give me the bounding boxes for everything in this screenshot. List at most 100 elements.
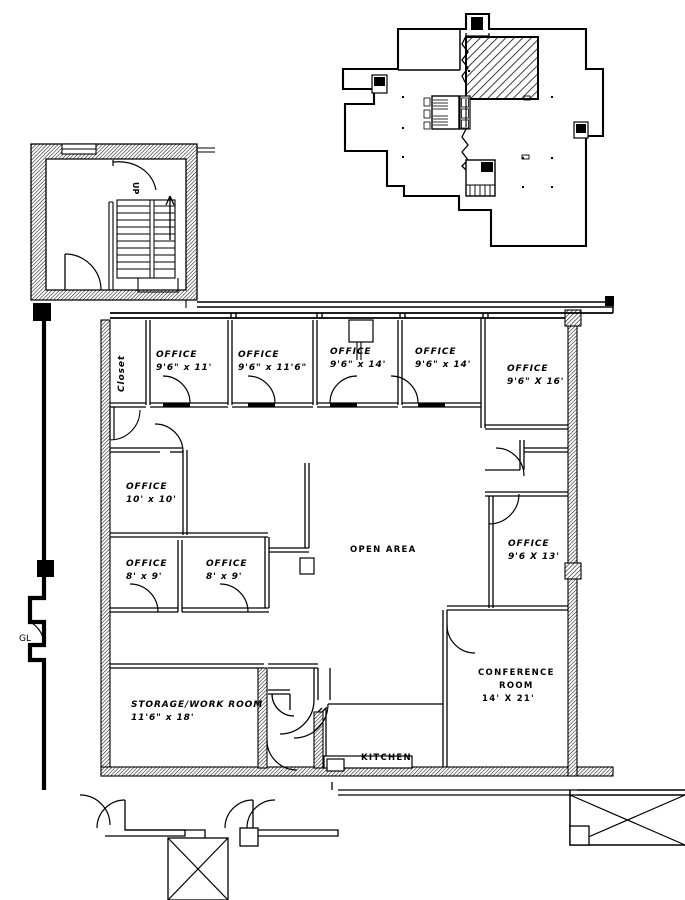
north-room-labels: OFFICE 9'6" x 11' OFFICE 9'6" x 11'6" OF… bbox=[156, 347, 564, 387]
room-dim-office9: 9'6 X 13' bbox=[508, 552, 560, 562]
room-dim-office4: 9'6" x 14' bbox=[415, 360, 471, 370]
stairwell-walls bbox=[30, 143, 198, 301]
east-rooms: OFFICE 9'6 X 13' bbox=[447, 440, 568, 611]
room-dim-office8: 8' x 9' bbox=[206, 572, 242, 582]
room-label-office2: OFFICE bbox=[238, 350, 279, 360]
se-column bbox=[569, 825, 590, 846]
door-office2 bbox=[247, 375, 276, 404]
key-plan-partition-top bbox=[397, 29, 461, 71]
key-plan-south-stair-treads bbox=[466, 184, 495, 196]
key-plan-column-grid bbox=[402, 70, 553, 188]
center-vestibule bbox=[268, 663, 331, 735]
room-label-kitchen: KITCHEN bbox=[361, 753, 412, 763]
room-label-office7: OFFICE bbox=[126, 559, 167, 569]
door-office8 bbox=[219, 583, 249, 613]
wall-storage-north bbox=[110, 663, 264, 669]
corridor-door-d bbox=[246, 799, 276, 829]
room-label-office5: OFFICE bbox=[507, 364, 548, 374]
partition-office7-east bbox=[177, 540, 183, 612]
south-east-shaft bbox=[569, 789, 685, 846]
corridor-wall-right bbox=[252, 800, 339, 837]
key-plan-west-core bbox=[374, 77, 385, 86]
room-dim-office1: 9'6" x 11' bbox=[156, 363, 212, 373]
room-label-office6: OFFICE bbox=[126, 482, 167, 492]
kitchen-sink-icon bbox=[326, 758, 345, 772]
room-label-office3: OFFICE bbox=[330, 347, 371, 357]
room-dim-office3: 9'6" x 14' bbox=[330, 360, 386, 370]
room-label-office1: OFFICE bbox=[156, 350, 197, 360]
wall-office9-south-b bbox=[493, 605, 568, 611]
wall-storage-east bbox=[257, 667, 268, 769]
door-storage bbox=[266, 739, 298, 771]
partition-office3-east bbox=[397, 320, 403, 405]
wall-kitchen-west-hatched bbox=[313, 711, 324, 769]
corridor-column-south bbox=[239, 827, 259, 847]
partition-office2-east bbox=[312, 320, 318, 405]
key-plan-break-line-upper bbox=[461, 35, 469, 96]
room-dim-office6: 10' x 10' bbox=[126, 495, 177, 505]
key-plan-stair-treads bbox=[433, 99, 448, 126]
wall-closet-south bbox=[110, 402, 146, 408]
room-label-open-area: OPEN AREA bbox=[350, 545, 417, 555]
key-plan-east-core bbox=[576, 124, 586, 133]
door-office6 bbox=[154, 423, 184, 453]
stair-handrail-wall bbox=[108, 201, 114, 290]
elevator-shaft-south bbox=[167, 837, 229, 900]
corridor-door-c bbox=[224, 799, 254, 829]
stair-flights bbox=[116, 199, 179, 293]
key-plan-shaft-c bbox=[423, 121, 431, 130]
wall-office8-south bbox=[182, 607, 269, 613]
west-offices: OFFICE 10' x 10' OFFICE 8' x 9' OFFICE 8… bbox=[110, 423, 270, 613]
room-label-closet: Closet bbox=[117, 355, 127, 392]
wall-east-upper-horiz bbox=[524, 447, 568, 453]
partition-office8-east bbox=[264, 537, 270, 608]
room-label-conference-line2: ROOM bbox=[499, 681, 534, 691]
stairwell-exit-door bbox=[64, 253, 102, 291]
room-label-storage: STORAGE/WORK ROOM bbox=[131, 700, 263, 710]
stair-up-label: UP bbox=[131, 182, 140, 194]
exterior-building-edge: GL bbox=[19, 312, 54, 790]
room-dim-office7: 8' x 9' bbox=[126, 572, 162, 582]
wall-vestibule-east bbox=[313, 668, 319, 700]
suite-window-wall-north bbox=[110, 296, 614, 319]
key-plan-corridor-marks bbox=[465, 98, 476, 127]
wall-office6-north bbox=[110, 447, 183, 453]
partition-office1-east bbox=[227, 320, 233, 405]
wall-kitchen-west bbox=[317, 706, 327, 768]
door-vestibule-a bbox=[271, 693, 295, 717]
room-dim-office2: 9'6" x 11'6" bbox=[238, 363, 307, 373]
partition-conference-west bbox=[442, 610, 448, 767]
key-plan-shaft-b bbox=[423, 109, 431, 119]
room-label-office8: OFFICE bbox=[206, 559, 247, 569]
door-kitchen bbox=[293, 703, 329, 739]
corridor-door-a bbox=[79, 794, 111, 826]
door-office3 bbox=[329, 375, 358, 404]
gl-label: GL bbox=[19, 634, 31, 644]
key-plan-symbols bbox=[521, 95, 531, 160]
south-corridor bbox=[79, 794, 339, 900]
wall-office5-south bbox=[485, 424, 568, 430]
conference-room: CONFERENCE ROOM 14' X 21' bbox=[442, 610, 555, 767]
key-plan-highlighted-suite bbox=[465, 36, 539, 100]
column-exterior-mid bbox=[37, 560, 54, 577]
north-office-doors bbox=[162, 375, 419, 404]
room-dim-storage: 11'6" x 18' bbox=[131, 713, 194, 723]
misc-marks bbox=[185, 147, 215, 308]
column-east-mid bbox=[564, 562, 582, 580]
stair-upper-door bbox=[112, 160, 157, 191]
corridor-door-b bbox=[96, 799, 126, 829]
key-plan-shaft-a bbox=[423, 97, 431, 107]
north-wall-pier bbox=[348, 319, 374, 343]
key-plan-core-north bbox=[471, 17, 483, 30]
wall-east-mid-horiz bbox=[485, 491, 568, 497]
storage-work-room: STORAGE/WORK ROOM 11'6" x 18' bbox=[110, 663, 298, 771]
room-label-conference-line1: CONFERENCE bbox=[478, 668, 555, 678]
partition-office9-west-upper bbox=[488, 496, 494, 528]
door-thresholds-north bbox=[163, 403, 445, 407]
wall-office9-south-a bbox=[447, 605, 493, 611]
door-east-room-a bbox=[495, 447, 525, 477]
partition-east-upper-vert bbox=[519, 440, 525, 470]
key-plan-south-core bbox=[481, 162, 493, 172]
partition-office6-east bbox=[182, 450, 188, 535]
